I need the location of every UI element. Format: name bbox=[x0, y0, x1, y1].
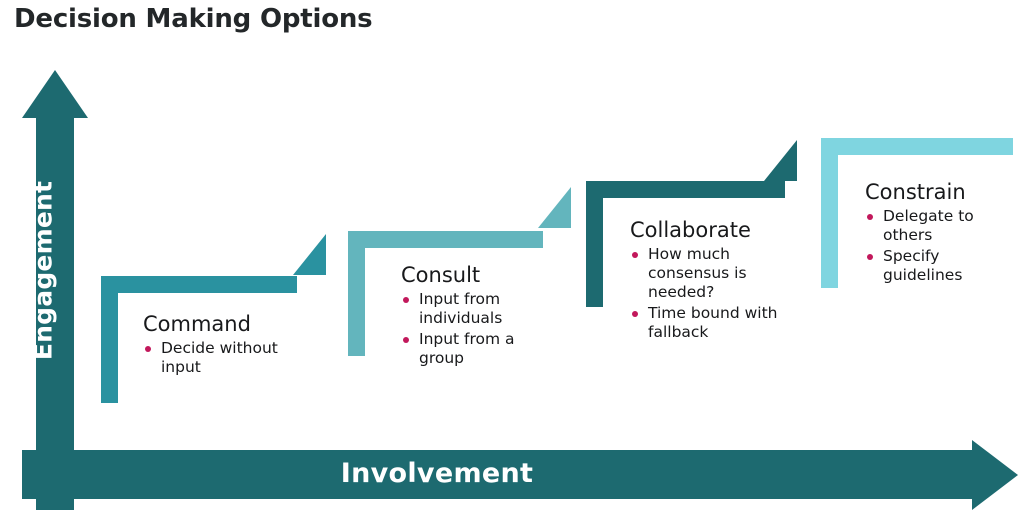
involvement-arrow-shaft bbox=[22, 450, 974, 499]
list-item: Input from a group bbox=[401, 330, 561, 368]
step-command-vertical-bar bbox=[101, 276, 118, 403]
list-item: How much consensus is needed? bbox=[630, 245, 810, 302]
step-collaborate-horizontal-bar bbox=[586, 181, 785, 198]
step-constrain-vertical-bar bbox=[821, 138, 838, 288]
connector-command-to-consult-icon bbox=[293, 234, 326, 275]
connector-consult-to-collaborate-icon bbox=[538, 187, 571, 228]
list-item: Delegate to others bbox=[865, 207, 1015, 245]
involvement-axis-label: Involvement bbox=[340, 458, 534, 489]
step-command-content: Command Decide without input bbox=[143, 312, 318, 379]
page-title: Decision Making Options bbox=[14, 4, 373, 34]
step-consult[interactable]: Consult Input from individuals Input fro… bbox=[348, 231, 543, 367]
step-collaborate-bullets: How much consensus is needed? Time bound… bbox=[630, 245, 810, 342]
involvement-axis: Involvement bbox=[22, 440, 1018, 515]
step-constrain[interactable]: Constrain Delegate to others Specify gui… bbox=[821, 138, 1013, 288]
list-item: Decide without input bbox=[143, 339, 318, 377]
step-command-horizontal-bar bbox=[101, 276, 297, 293]
step-command[interactable]: Command Decide without input bbox=[101, 276, 297, 403]
step-collaborate-content: Collaborate How much consensus is needed… bbox=[630, 218, 810, 344]
step-constrain-horizontal-bar bbox=[821, 138, 1013, 155]
engagement-arrow-head-icon bbox=[22, 70, 88, 118]
step-consult-title: Consult bbox=[401, 263, 481, 287]
step-collaborate-title: Collaborate bbox=[630, 218, 751, 242]
step-constrain-content: Constrain Delegate to others Specify gui… bbox=[865, 180, 1015, 287]
list-item: Specify guidelines bbox=[865, 247, 1015, 285]
step-collaborate-vertical-bar bbox=[586, 181, 603, 307]
step-collaborate[interactable]: Collaborate How much consensus is needed… bbox=[586, 181, 785, 341]
step-consult-content: Consult Input from individuals Input fro… bbox=[401, 263, 561, 370]
step-constrain-title: Constrain bbox=[865, 180, 966, 204]
step-command-title: Command bbox=[143, 312, 251, 336]
engagement-axis: Engagement bbox=[22, 70, 88, 510]
step-consult-bullets: Input from individuals Input from a grou… bbox=[401, 290, 561, 368]
list-item: Time bound with fallback bbox=[630, 304, 810, 342]
step-consult-vertical-bar bbox=[348, 231, 365, 356]
engagement-axis-label: Engagement bbox=[28, 180, 58, 361]
connector-collaborate-to-constrain-icon bbox=[764, 140, 797, 181]
step-constrain-bullets: Delegate to others Specify guidelines bbox=[865, 207, 1015, 285]
step-command-bullets: Decide without input bbox=[143, 339, 318, 377]
step-consult-horizontal-bar bbox=[348, 231, 543, 248]
list-item: Input from individuals bbox=[401, 290, 561, 328]
involvement-arrow-head-icon bbox=[972, 440, 1018, 510]
engagement-arrow-shaft bbox=[36, 116, 74, 510]
